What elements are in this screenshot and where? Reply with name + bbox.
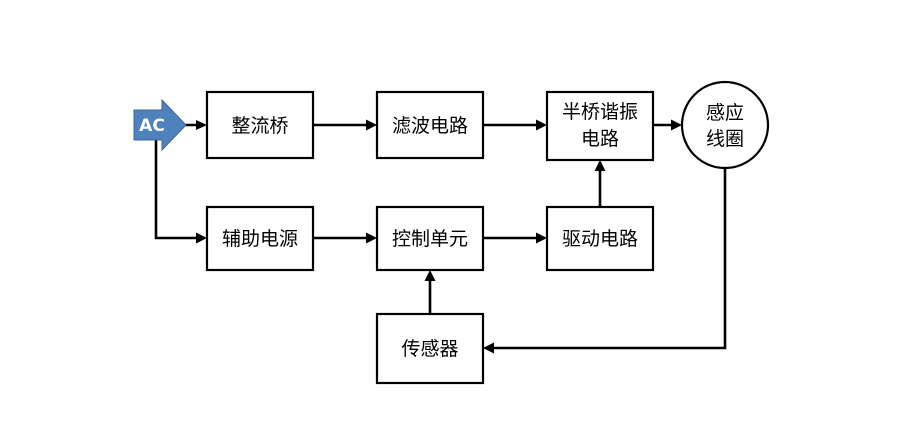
block-sensor-label: 传感器 [401, 338, 458, 360]
connection-ac-to-aux-power [154, 118, 207, 244]
block-driver-label: 驱动电路 [562, 228, 638, 250]
block-half-bridge[interactable]: 半桥谐振 电路 [545, 90, 655, 162]
connection-filter-to-half-bridge [483, 119, 547, 131]
block-control-unit[interactable]: 控制单元 [375, 205, 485, 272]
block-rectifier[interactable]: 整流桥 [205, 90, 315, 160]
connection-coil-to-sensor [483, 168, 727, 354]
connection-aux-power-to-control-unit [313, 232, 377, 244]
block-sensor[interactable]: 传感器 [375, 312, 485, 385]
block-driver[interactable]: 驱动电路 [545, 205, 655, 272]
block-induction-coil-label-line2: 线圈 [706, 128, 744, 150]
connection-half-bridge-to-coil [653, 119, 682, 131]
block-half-bridge-label-line1: 半桥谐振 [562, 101, 638, 123]
block-control-unit-label: 控制单元 [392, 228, 468, 250]
connection-layer [154, 118, 727, 354]
block-half-bridge-label-line2: 电路 [581, 128, 619, 150]
connection-driver-to-half-bridge [594, 160, 606, 207]
block-rectifier-label: 整流桥 [231, 115, 288, 137]
block-filter[interactable]: 滤波电路 [375, 90, 485, 160]
connection-sensor-to-control-unit [424, 270, 436, 314]
block-filter-label: 滤波电路 [392, 115, 468, 137]
block-induction-coil[interactable]: 感应 线圈 [680, 80, 770, 170]
ac-source-arrow: AC [133, 98, 187, 152]
block-aux-power-label: 辅助电源 [222, 228, 298, 250]
connection-control-unit-to-driver [483, 232, 547, 244]
connection-rectifier-to-filter [313, 119, 377, 131]
block-aux-power[interactable]: 辅助电源 [205, 205, 315, 272]
ac-source-label: AC [139, 116, 165, 136]
block-induction-coil-label-line1: 感应 [706, 102, 744, 124]
